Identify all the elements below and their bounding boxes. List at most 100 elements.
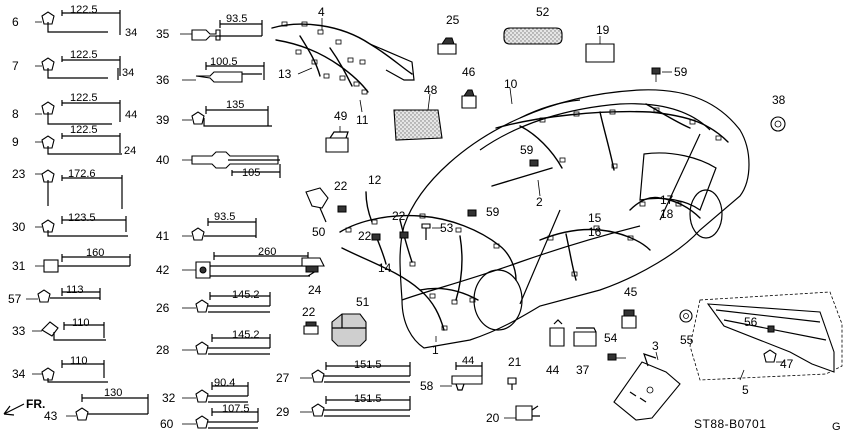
part-number-11: 11 <box>356 113 369 127</box>
clip-8[interactable]: 8 122.5 44 <box>12 92 137 125</box>
bolt-59-center[interactable]: 59 <box>520 143 539 167</box>
car-body-outline <box>399 89 750 349</box>
part-number-29: 29 <box>276 405 290 419</box>
clip-27[interactable]: 27 151.5 <box>276 359 411 385</box>
bolt-59-top[interactable]: 59 <box>651 65 688 82</box>
harness-10[interactable]: 10 <box>495 77 729 171</box>
part-number-48: 48 <box>424 83 438 97</box>
clip-43[interactable]: 43 130 <box>44 387 149 423</box>
dimension-8-height: 44 <box>125 109 137 121</box>
bracket-3[interactable]: 3 <box>613 339 681 421</box>
part-number-4: 4 <box>318 5 325 19</box>
trim-5[interactable]: 5 <box>689 291 843 397</box>
clip-22-c[interactable]: 22 <box>358 229 381 243</box>
dimension-40-length: 105 <box>242 167 260 179</box>
part-number-22-d: 22 <box>302 305 316 319</box>
clip-40[interactable]: 40 105 <box>156 151 281 179</box>
clip-57[interactable]: 57 113 <box>8 284 101 306</box>
part-number-50: 50 <box>312 225 326 239</box>
dimension-6-length: 122.5 <box>70 4 98 16</box>
clip-35[interactable]: 35 93.5 <box>156 13 263 41</box>
bracket-20[interactable]: 20 <box>486 405 540 425</box>
harness-15-16[interactable]: 15 16 <box>539 211 651 281</box>
clip-29[interactable]: 29 151.5 <box>276 393 411 419</box>
clip-28[interactable]: 28 145.2 <box>156 329 271 357</box>
clip-56[interactable]: 56 <box>744 315 775 333</box>
clip-22-b[interactable]: 22 <box>392 209 409 239</box>
sensor-50[interactable]: 50 <box>305 187 329 239</box>
part-number-35: 35 <box>156 27 170 41</box>
clip-26[interactable]: 26 145.2 <box>156 289 271 315</box>
harness-17-18[interactable]: 17 18 <box>629 193 701 221</box>
clip-34[interactable]: 34 110 <box>12 355 108 383</box>
clip-23[interactable]: 23 172.6 <box>12 167 123 209</box>
grommet-46[interactable]: 46 <box>461 65 477 109</box>
pad-52[interactable]: 52 <box>503 5 563 45</box>
part-number-32: 32 <box>162 391 176 405</box>
clip-24[interactable]: 24 <box>301 257 325 297</box>
dimension-57-length: 113 <box>66 284 84 296</box>
bracket-58[interactable]: 58 44 <box>420 355 483 393</box>
connector-44[interactable]: 44 <box>546 319 565 377</box>
clip-6[interactable]: 6 122.5 34 <box>12 4 137 39</box>
sheet-19[interactable]: 19 <box>585 23 615 63</box>
dimension-33-length: 110 <box>72 317 90 329</box>
harness-12[interactable]: 12 <box>365 173 382 223</box>
sensor-49[interactable]: 49 <box>325 109 349 153</box>
harness-14[interactable]: 14 <box>375 235 392 275</box>
part-number-45: 45 <box>624 285 638 299</box>
box-51[interactable]: 51 <box>331 295 370 347</box>
part-number-22-b: 22 <box>392 209 406 223</box>
clip-39[interactable]: 39 135 <box>156 99 272 127</box>
clip-41[interactable]: 41 93.5 <box>156 211 257 243</box>
clip-36[interactable]: 36 100.5 <box>156 56 265 87</box>
bolt-21[interactable]: 21 <box>507 355 522 390</box>
connector-37[interactable]: 37 <box>573 327 597 377</box>
part-number-16: 16 <box>588 225 602 239</box>
part-number-38: 38 <box>772 93 786 107</box>
part-number-56: 56 <box>744 315 758 329</box>
clip-32[interactable]: 32 90.4 <box>162 377 249 405</box>
clip-42[interactable]: 42 260 <box>156 246 318 279</box>
part-number-59-top: 59 <box>674 65 688 79</box>
dimension-36-length: 100.5 <box>210 56 238 68</box>
clip-9[interactable]: 9 122.5 24 <box>12 124 136 157</box>
grommet-55[interactable]: 55 <box>679 309 694 347</box>
part-number-25: 25 <box>446 13 460 27</box>
bolt-59-lower[interactable]: 59 <box>467 205 500 219</box>
bolt-53[interactable]: 53 <box>421 221 454 240</box>
clip-7[interactable]: 7 122.5 34 <box>12 49 134 80</box>
harness-4[interactable]: 4 13 11 <box>271 5 415 127</box>
part-number-12: 12 <box>368 173 382 187</box>
part-number-49: 49 <box>334 109 348 123</box>
front-direction-arrow: FR. <box>3 397 45 416</box>
pad-48[interactable]: 48 <box>393 83 443 141</box>
part-number-3: 3 <box>652 339 659 353</box>
clip-47[interactable]: 47 <box>763 349 794 371</box>
clip-33[interactable]: 33 110 <box>12 317 106 341</box>
dimension-23-length: 172.6 <box>68 168 96 180</box>
dimension-60-length: 107.5 <box>222 403 250 415</box>
clip-22-d[interactable]: 22 <box>302 305 319 335</box>
part-number-47: 47 <box>780 357 794 371</box>
harness-1[interactable]: 1 <box>339 213 517 357</box>
bolt-54[interactable]: 54 <box>604 331 626 361</box>
dimension-30-length: 123.5 <box>68 212 96 224</box>
clip-22-a[interactable]: 22 <box>334 179 348 213</box>
part-number-46: 46 <box>462 65 476 79</box>
part-number-36: 36 <box>156 73 170 87</box>
grommet-38[interactable]: 38 <box>770 93 786 132</box>
clip-31[interactable]: 31 160 <box>12 247 131 273</box>
grommet-25[interactable]: 25 <box>437 13 460 55</box>
dimension-42-length: 260 <box>258 246 276 258</box>
part-number-28: 28 <box>156 343 170 357</box>
connector-45[interactable]: 45 <box>621 285 638 329</box>
dimension-7-length: 122.5 <box>70 49 98 61</box>
harness-2[interactable]: 2 <box>491 167 553 209</box>
dimension-35-length: 93.5 <box>226 13 247 25</box>
clip-30[interactable]: 30 123.5 <box>12 212 128 237</box>
dimension-9-height: 24 <box>124 145 136 157</box>
part-number-7: 7 <box>12 59 19 73</box>
clip-60[interactable]: 60 107.5 <box>160 403 259 431</box>
